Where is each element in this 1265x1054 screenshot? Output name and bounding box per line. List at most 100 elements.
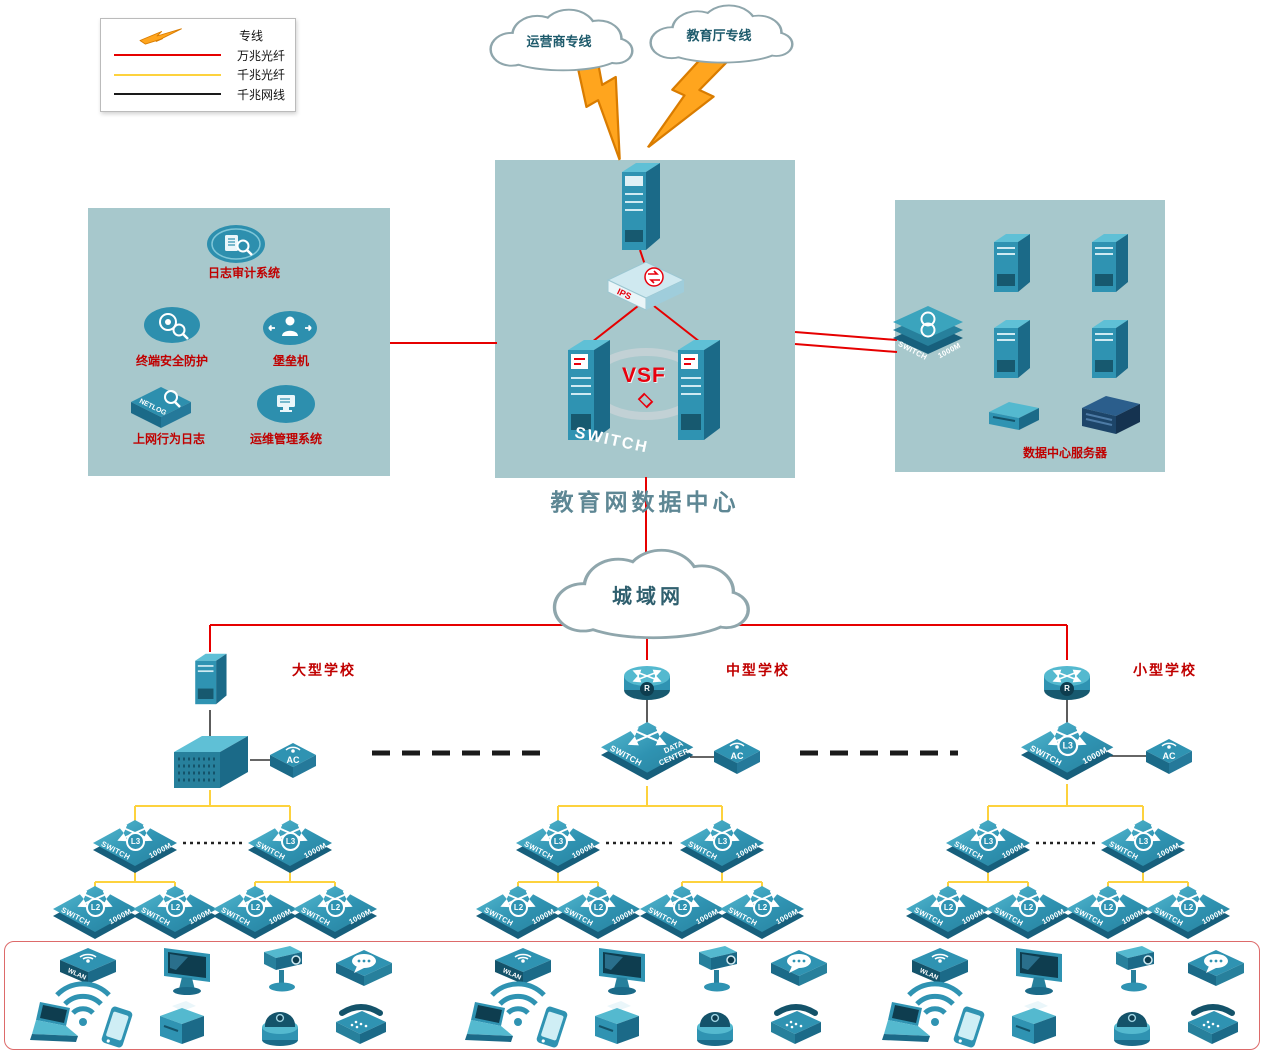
ac-label: AC xyxy=(1162,751,1176,761)
smartphone-icon xyxy=(94,1006,140,1048)
log-audit-icon xyxy=(206,224,266,264)
switch-badge: L2 xyxy=(673,898,692,917)
bastion-host-label: 堡垒机 xyxy=(272,354,309,368)
switch-badge: L3 xyxy=(1134,832,1153,851)
switch-badge: L2 xyxy=(509,898,528,917)
printer-icon xyxy=(152,998,210,1046)
smartphone-icon xyxy=(529,1006,575,1048)
server-zone-title: 数据中心服务器 xyxy=(1022,446,1107,460)
switch-badge: L2 xyxy=(1179,898,1198,917)
ptz-camera-icon xyxy=(1108,942,1160,994)
switch-badge: L2 xyxy=(166,898,185,917)
education-bureau-cloud: 教育厅专线 xyxy=(640,2,798,66)
server-icon xyxy=(1086,232,1132,294)
switch-badge: L2 xyxy=(326,898,345,917)
cloud-shape xyxy=(552,548,750,640)
ops-management-label: 运维管理系统 xyxy=(249,432,322,446)
ops-management-icon xyxy=(256,384,316,424)
ptz-camera-icon xyxy=(691,942,743,994)
behavior-log-label: 上网行为日志 xyxy=(132,432,205,446)
legend-row-1g-cable: 千兆网线 xyxy=(111,85,285,104)
datacenter-title: 教育网数据中心 xyxy=(550,490,740,515)
printer-icon xyxy=(1004,998,1062,1046)
legend-row-1g-fiber: 千兆光纤 xyxy=(111,65,285,84)
switch-badge: L3 xyxy=(281,832,300,851)
switch-badge: L2 xyxy=(1099,898,1118,917)
carrier-cloud: 运营商专线 xyxy=(480,6,638,74)
terminal-security-icon xyxy=(143,306,201,344)
legend-row-dedicated-line: 专线 xyxy=(111,26,285,45)
firewall-icon xyxy=(616,160,664,252)
desktop-monitor-icon xyxy=(593,946,651,996)
ips-device-shape xyxy=(606,261,686,311)
switch-arrows-icon xyxy=(621,724,674,748)
lightning-icon xyxy=(139,27,182,45)
router-label: R xyxy=(640,682,654,696)
ptz-camera-icon xyxy=(256,942,308,994)
switch-badge: L2 xyxy=(753,898,772,917)
switch-badge: L3 xyxy=(126,832,145,851)
switch-badge: L2 xyxy=(939,898,958,917)
dome-camera-icon xyxy=(258,1000,302,1048)
red-line-sample xyxy=(114,54,221,57)
carrier-cloud-label: 运营商专线 xyxy=(526,33,592,49)
desktop-monitor-icon xyxy=(158,946,216,996)
legend-label-1g-cable: 千兆网线 xyxy=(236,87,285,102)
printer-icon xyxy=(587,998,645,1046)
messaging-device-icon xyxy=(336,950,392,990)
medium-school-core-switch: SWITCH DATA CENTER xyxy=(601,722,694,784)
core-rack-icon xyxy=(1078,394,1144,438)
bastion-host-icon xyxy=(262,310,318,346)
switch-badge: L3 xyxy=(549,832,568,851)
large-school-core-chassis xyxy=(168,732,252,790)
storage-rack-icon xyxy=(985,400,1043,434)
desktop-monitor-icon xyxy=(1010,946,1068,996)
medium-school-ac: AC xyxy=(714,738,760,780)
switch-badge: L3 xyxy=(713,832,732,851)
switch-badge: L2 xyxy=(246,898,265,917)
switch-badge: L3 xyxy=(1057,735,1079,757)
medium-school-router: R xyxy=(622,656,672,702)
server-icon xyxy=(988,232,1034,294)
large-school-label: 大型学校 xyxy=(292,662,356,678)
netlog-device-icon: NETLOG xyxy=(130,386,192,430)
smartphone-icon xyxy=(946,1006,992,1048)
ac-label: AC xyxy=(286,755,300,765)
large-school-ac: AC xyxy=(270,742,316,784)
log-audit-label: 日志审计系统 xyxy=(207,266,280,280)
small-school-label: 小型学校 xyxy=(1133,662,1197,678)
router-label: R xyxy=(1060,682,1074,696)
server-icon xyxy=(1086,318,1132,380)
stacked-switch-shape xyxy=(893,306,963,354)
metro-network-label: 城域网 xyxy=(612,585,684,608)
switch-badge: L2 xyxy=(589,898,608,917)
metro-network-cloud: 城域网 xyxy=(540,545,756,643)
large-school-router-icon xyxy=(190,646,230,712)
terminal-security-label: 终端安全防护 xyxy=(135,354,208,368)
cloud-shape xyxy=(489,8,634,72)
small-school-ac: AC xyxy=(1146,738,1192,780)
legend-label-10g-fiber: 万兆光纤 xyxy=(236,48,285,63)
legend-label-dedicated-line: 专线 xyxy=(239,29,264,43)
vsf-label: VSF xyxy=(622,364,666,387)
legend-label-1g-fiber: 千兆光纤 xyxy=(236,68,285,83)
desk-phone-icon xyxy=(1184,1000,1242,1046)
small-school-core-switch: L3 SWITCH 1000M xyxy=(1021,722,1114,784)
small-school-router: R xyxy=(1042,656,1092,702)
ips-device: IPS xyxy=(606,260,686,314)
desk-phone-icon xyxy=(767,1000,825,1046)
desk-phone-icon xyxy=(332,1000,390,1046)
